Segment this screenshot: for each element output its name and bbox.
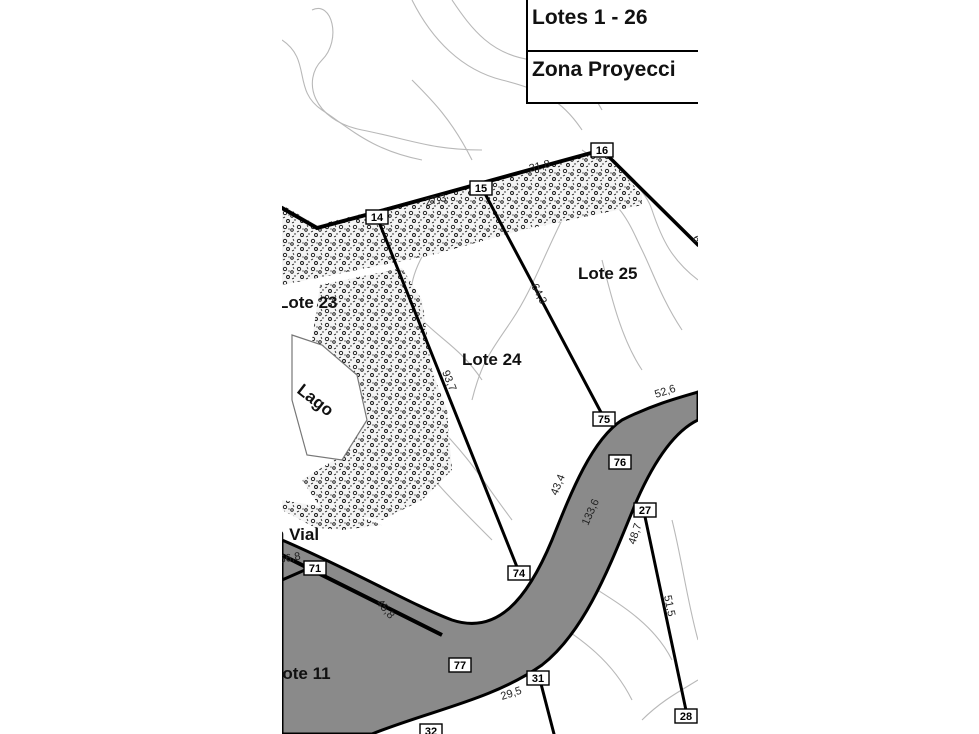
- node-14[interactable]: 14: [365, 209, 389, 225]
- legend-title: Lotes 1 - 26: [528, 0, 698, 52]
- dimension-48-7: 48,7: [626, 522, 644, 546]
- node-71[interactable]: 71: [303, 560, 327, 576]
- node-76[interactable]: 76: [608, 454, 632, 470]
- node-27[interactable]: 27: [633, 502, 657, 518]
- lot-23-label: Lote 23: [282, 293, 338, 312]
- left-margin: [0, 0, 282, 734]
- node-16[interactable]: 16: [590, 142, 614, 158]
- node-32[interactable]: 32: [419, 723, 443, 734]
- lot-24-label: Lote 24: [462, 350, 522, 369]
- cadastral-map[interactable]: Lote 23 Lote 24 Lote 25 Lote 11 Lago n V…: [282, 0, 698, 734]
- node-15[interactable]: 15: [469, 180, 493, 196]
- dimension-6: 6: [689, 234, 698, 245]
- svg-text:14: 14: [371, 212, 384, 224]
- dimension-31-8: 31,8: [528, 158, 552, 175]
- svg-text:27: 27: [639, 505, 651, 517]
- dimension-64-3: 64,3: [528, 282, 549, 307]
- svg-text:16: 16: [596, 145, 608, 157]
- legend-box: Lotes 1 - 26 Zona Proyecci: [526, 0, 698, 104]
- lot-25-label: Lote 25: [578, 264, 638, 283]
- svg-text:28: 28: [680, 711, 692, 723]
- svg-text:75: 75: [598, 414, 610, 426]
- node-75[interactable]: 75: [592, 411, 616, 427]
- node-31[interactable]: 31: [526, 670, 550, 686]
- node-77[interactable]: 77: [448, 657, 472, 673]
- survey-nodes: 14 15 16 75 76 27 74 71: [303, 142, 698, 734]
- dimension-56-8: 56,8: [282, 550, 302, 566]
- svg-text:15: 15: [475, 183, 487, 195]
- node-28[interactable]: 28: [674, 708, 698, 724]
- lot-boundaries: [282, 148, 698, 734]
- svg-text:71: 71: [309, 563, 321, 575]
- map-viewport[interactable]: Lote 23 Lote 24 Lote 25 Lote 11 Lago n V…: [282, 0, 698, 734]
- svg-text:31: 31: [532, 673, 544, 685]
- svg-text:77: 77: [454, 660, 466, 672]
- right-margin: [698, 0, 979, 734]
- legend-subtitle: Zona Proyecci: [532, 58, 676, 81]
- svg-text:32: 32: [425, 726, 437, 734]
- lake-area: [291, 334, 368, 461]
- svg-text:74: 74: [513, 568, 526, 580]
- road-label: n Vial: [282, 525, 319, 544]
- lot-11-label: Lote 11: [282, 664, 331, 683]
- dimension-27-3: 27,3: [424, 192, 448, 209]
- dimension-51-5: 51,5: [661, 594, 677, 617]
- road: [282, 380, 698, 734]
- node-74[interactable]: 74: [507, 565, 531, 581]
- svg-text:76: 76: [614, 457, 626, 469]
